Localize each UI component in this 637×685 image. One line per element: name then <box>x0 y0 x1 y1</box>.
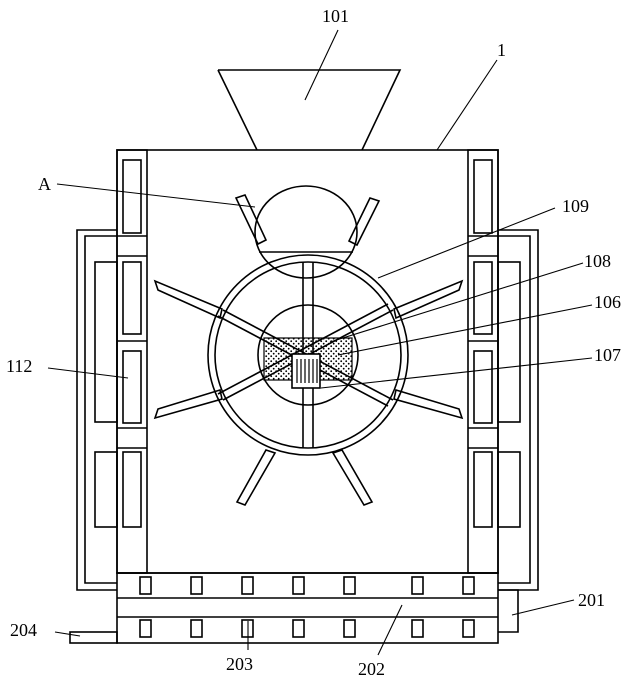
label-201: 201 <box>578 590 605 610</box>
motor-box <box>292 354 320 388</box>
label-112: 112 <box>6 356 32 376</box>
label-203: 203 <box>226 654 253 674</box>
label-108: 108 <box>584 251 611 271</box>
left-outer-frame <box>77 230 117 590</box>
right-handle <box>498 590 518 632</box>
feed-hopper <box>218 70 400 150</box>
left-plate <box>70 632 117 643</box>
right-outer-frame <box>498 230 538 590</box>
label-202: 202 <box>358 659 385 679</box>
right-wall <box>468 150 498 573</box>
label-A: A <box>38 174 51 194</box>
left-wall <box>117 150 147 573</box>
label-107: 107 <box>594 345 621 365</box>
label-204: 204 <box>10 620 37 640</box>
bottom-screen <box>117 573 498 643</box>
label-109: 109 <box>562 196 589 216</box>
label-1: 1 <box>497 40 506 60</box>
label-106: 106 <box>594 292 621 312</box>
upper-roller <box>236 186 379 278</box>
label-101: 101 <box>322 6 349 26</box>
